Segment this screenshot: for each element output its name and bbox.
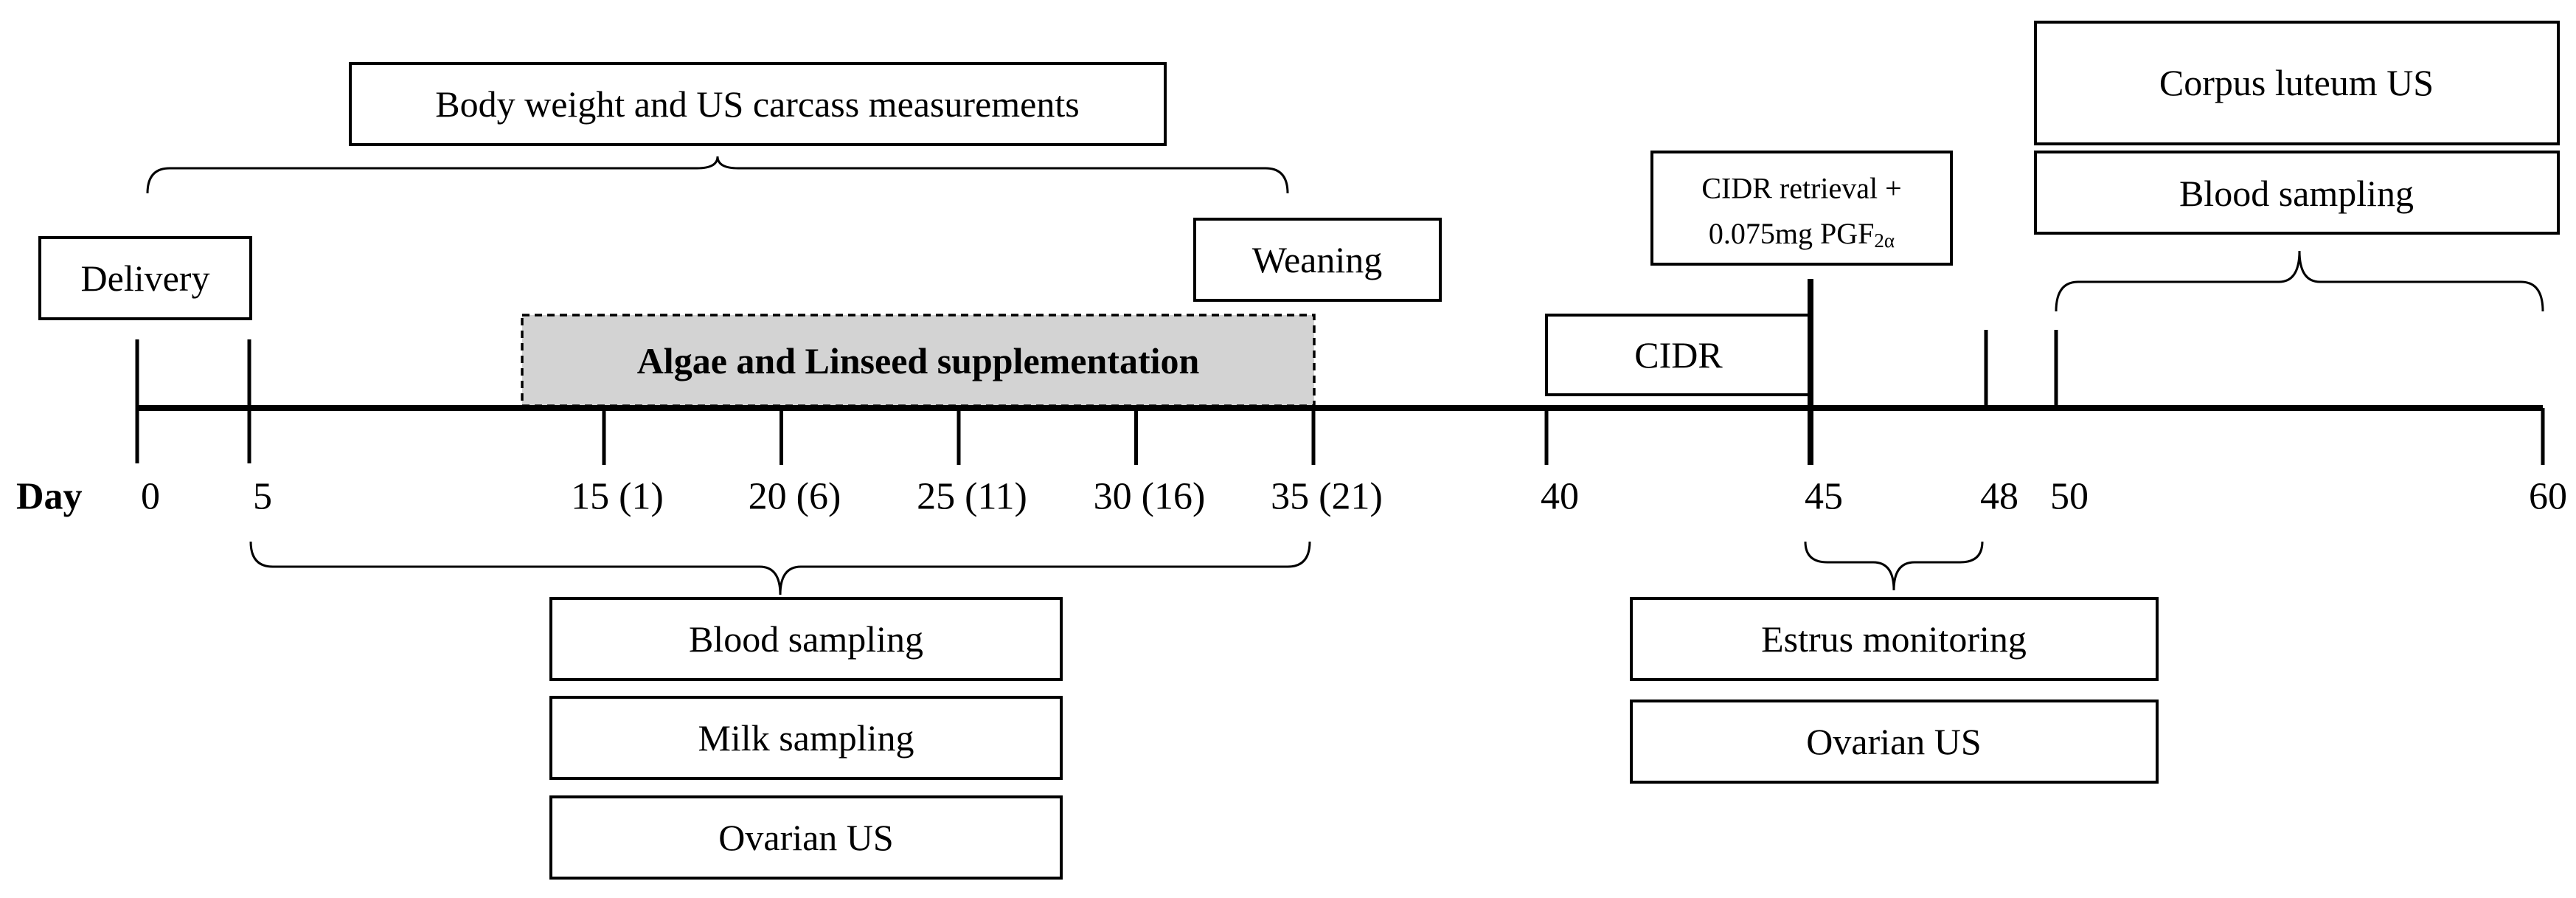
weaning-label: Weaning <box>1252 239 1382 280</box>
tick-label-day-48: 48 <box>1980 476 2018 518</box>
tick-label-day-5: 5 <box>253 476 272 518</box>
box-estrus-monitoring: Estrus monitoring <box>1630 597 2159 681</box>
cidr-retrieval-line2: 0.075mg PGF2α <box>1709 217 1895 252</box>
delivery-label: Delivery <box>81 258 210 299</box>
box-blood-sampling-late: Blood sampling <box>2034 151 2560 235</box>
cidr-label: CIDR <box>1634 334 1723 376</box>
tick-label-day-0: 0 <box>141 476 160 518</box>
brace-estrus <box>1804 541 1984 591</box>
box-ovarian-us-early: Ovarian US <box>549 795 1063 880</box>
box-weaning: Weaning <box>1193 218 1442 302</box>
tick-label-day-60: 60 <box>2529 476 2567 518</box>
box-cidr: CIDR <box>1545 314 1812 396</box>
box-corpus-luteum: Corpus luteum US <box>2034 21 2560 145</box>
blood-sampling-label: Blood sampling <box>689 618 923 660</box>
tick-label-day-50: 50 <box>2050 476 2089 518</box>
body-weight-label: Body weight and US carcass measurements <box>435 83 1079 125</box>
tick-label-day-15: 15 (1) <box>571 476 664 518</box>
brace-late-sampling <box>2055 250 2544 312</box>
tick-label-day-40: 40 <box>1541 476 1579 518</box>
tick-label-day-25: 25 (11) <box>917 476 1027 518</box>
box-cidr-retrieval: CIDR retrieval + 0.075mg PGF2α <box>1650 151 1953 266</box>
tick-label-day-35: 35 (21) <box>1271 476 1383 518</box>
box-milk-sampling: Milk sampling <box>549 696 1063 780</box>
blood-sampling-late-label: Blood sampling <box>2179 173 2414 214</box>
box-body-weight: Body weight and US carcass measurements <box>349 62 1167 146</box>
box-supplementation: Algae and Linseed supplementation <box>521 314 1316 407</box>
estrus-monitoring-label: Estrus monitoring <box>1761 618 2027 660</box>
brace-body-weight <box>146 156 1289 194</box>
cidr-retrieval-line1: CIDR retrieval + <box>1701 172 1901 205</box>
supplementation-label: Algae and Linseed supplementation <box>637 340 1200 381</box>
tick-label-day-30: 30 (16) <box>1094 476 1206 518</box>
box-ovarian-us-late: Ovarian US <box>1630 700 2159 784</box>
box-delivery: Delivery <box>38 236 252 320</box>
tick-label-day-20: 20 (6) <box>749 476 841 518</box>
tick-marks <box>135 330 2545 465</box>
box-blood-sampling: Blood sampling <box>549 597 1063 681</box>
milk-sampling-label: Milk sampling <box>698 717 914 759</box>
corpus-luteum-label: Corpus luteum US <box>2159 62 2434 103</box>
axis-label-day: Day <box>16 476 83 518</box>
ovarian-us-late-label: Ovarian US <box>1806 721 1981 762</box>
tick-labels: 0 5 15 (1) 20 (6) 25 (11) 30 (16) 35 (21) 40 45 4… <box>141 476 2567 518</box>
brace-early-sampling <box>249 541 1311 595</box>
ovarian-us-early-label: Ovarian US <box>718 817 893 858</box>
tick-label-day-45: 45 <box>1805 476 1843 518</box>
